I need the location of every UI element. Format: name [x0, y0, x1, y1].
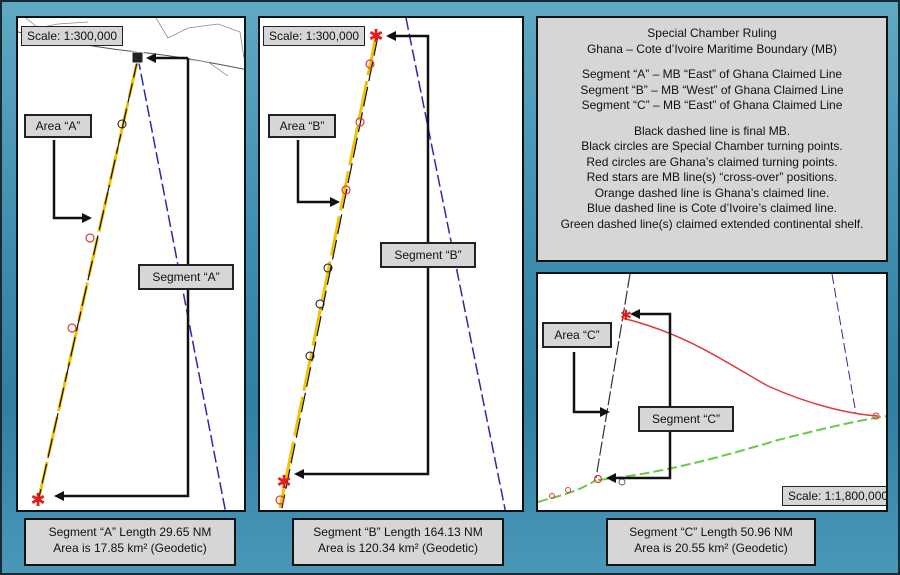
- ghana-turning-point: [341, 185, 351, 195]
- special-chamber-turning-point: [315, 299, 325, 309]
- ghana-turning-point: [365, 59, 375, 69]
- scale-label: Scale: 1:300,000: [263, 26, 366, 46]
- cote-divoire-claimed-line: [405, 18, 506, 510]
- ghana-turning-point: [565, 487, 571, 493]
- special-chamber-turning-point: [323, 263, 333, 273]
- segment-c-area: Area is 20.55 km² (Geodetic): [634, 541, 788, 555]
- panel-segment-a: ✱ Scale: 1:300,000 Area “A” Segment “A”: [16, 16, 246, 512]
- scale-label: Scale: 1:1,800,000: [782, 486, 886, 506]
- legend-segment-a: Segment “A” – MB “East” of Ghana Claimed…: [581, 67, 843, 81]
- final-mb-line: [37, 57, 139, 503]
- ghana-turning-point: [275, 495, 285, 505]
- legend-segment-b: Segment “B” – MB “West” of Ghana Claimed…: [580, 82, 844, 97]
- area-b-label: Area “B”: [268, 114, 336, 138]
- legend-item-red-circles: Red circles are Ghana’s claimed turning …: [586, 154, 838, 169]
- area-c-arrow: [572, 352, 604, 414]
- legend-item-green-line: Green dashed line(s) claimed extended co…: [560, 216, 864, 231]
- ghana-turning-point: [67, 323, 77, 333]
- special-chamber-turning-point: [305, 351, 315, 361]
- legend-item-red-stars: Red stars are MB line(s) “cross-over” po…: [586, 170, 838, 184]
- cross-over-star-icon: ✱: [368, 26, 383, 47]
- legend-box: Special Chamber Ruling Ghana – Cote d’Iv…: [536, 16, 888, 262]
- continental-shelf-line: [538, 479, 597, 503]
- final-mb-line: [595, 274, 631, 479]
- segment-a-length: Segment “A” Length 29.65 NM: [48, 525, 212, 539]
- land-feature: [177, 57, 229, 77]
- segment-c-label: Segment “C”: [638, 406, 734, 432]
- ghana-claimed-extension: [621, 317, 879, 417]
- cross-over-star-icon: ✱: [276, 472, 291, 493]
- arrow-head-icon: [294, 469, 304, 479]
- segment-b-label: Segment “B”: [380, 242, 476, 268]
- caption-segment-a: Segment “A” Length 29.65 NM Area is 17.8…: [24, 518, 236, 566]
- land-feature: [155, 18, 244, 59]
- cote-divoire-claimed-line: [831, 274, 857, 415]
- scale-label: Scale: 1:300,000: [21, 26, 124, 46]
- segment-a-label: Segment “A”: [138, 264, 234, 290]
- legend-item-orange-line: Orange dashed line is Ghana’s claimed li…: [594, 185, 830, 200]
- cross-over-star-icon: ✱: [30, 490, 45, 511]
- segment-a-area: Area is 17.85 km² (Geodetic): [53, 541, 207, 555]
- arrow-head-icon: [600, 407, 610, 417]
- segment-b-length: Segment “B” Length 164.13 NM: [313, 525, 483, 539]
- special-chamber-turning-point: [117, 119, 127, 129]
- ghana-turning-point: [593, 474, 603, 484]
- arrow-head-icon: [146, 53, 156, 63]
- legend-item-final-mb: Black dashed line is final MB.: [633, 123, 791, 138]
- segment-b-area: Area is 120.34 km² (Geodetic): [317, 541, 479, 555]
- arrow-head-icon: [82, 213, 92, 223]
- boundary-start-marker: [131, 51, 144, 64]
- area-a-label: Area “A”: [24, 114, 92, 138]
- ghana-turning-point: [355, 117, 365, 127]
- area-b-arrow: [296, 140, 334, 204]
- segment-c-length: Segment “C” Length 50.96 NM: [629, 525, 793, 539]
- arrow-head-icon: [54, 491, 64, 501]
- cross-over-star-icon: ✱: [620, 308, 632, 324]
- panel-segment-b: ✱ ✱ Scale: 1:300,000 Area “B” Segment “B…: [258, 16, 524, 512]
- segment-c-bracket: [614, 312, 672, 480]
- continental-shelf-line: [597, 415, 886, 481]
- ghana-turning-point: [872, 412, 880, 420]
- arrow-head-icon: [606, 473, 616, 483]
- area-a-arrow: [52, 140, 90, 220]
- segment-a-bracket: [60, 58, 190, 498]
- area-c-label: Area “C”: [542, 322, 612, 348]
- turning-point: [618, 478, 626, 486]
- map-segment-c: ✱: [538, 274, 886, 503]
- arrow-head-icon: [386, 31, 396, 41]
- arrow-head-icon: [630, 309, 640, 319]
- panel-segment-c: ✱ Area “C” Segment “C” Scale: 1:1,800,00…: [536, 272, 888, 512]
- legend-title: Special Chamber Ruling: [647, 26, 777, 40]
- legend-item-black-circles: Black circles are Special Chamber turnin…: [581, 139, 843, 153]
- legend-segment-c: Segment “C” – MB “East” of Ghana Claimed…: [581, 98, 843, 112]
- ghana-turning-point: [85, 233, 95, 243]
- caption-segment-b: Segment “B” Length 164.13 NM Area is 120…: [292, 518, 504, 566]
- legend-subtitle: Ghana – Cote d’Ivoire Maritime Boundary …: [586, 41, 838, 56]
- caption-segment-c: Segment “C” Length 50.96 NM Area is 20.5…: [606, 518, 816, 566]
- legend-item-blue-line: Blue dashed line is Cote d’Ivoire’s clai…: [587, 201, 837, 215]
- ghana-turning-point: [549, 493, 555, 499]
- arrow-head-icon: [330, 197, 340, 207]
